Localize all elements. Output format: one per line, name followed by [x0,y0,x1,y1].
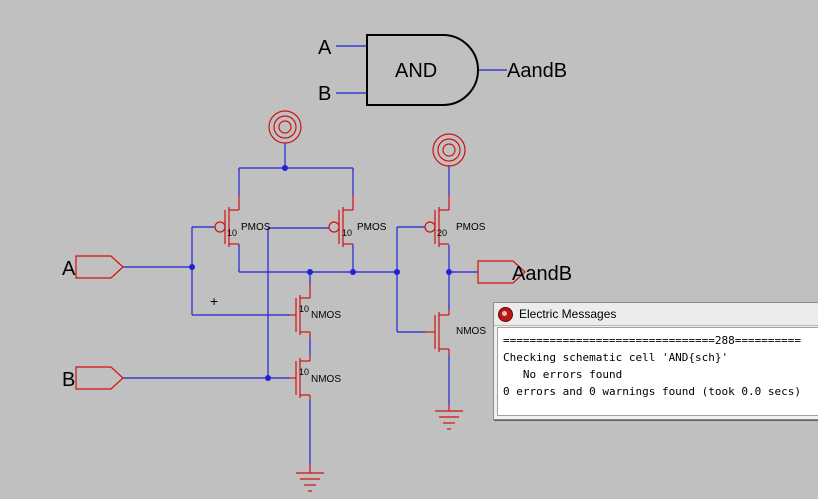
transistor-size: 10 [227,228,237,238]
ground-symbols [296,405,463,492]
transistor-size: 10 [299,367,309,377]
ground-icon[interactable] [296,465,324,492]
junctions [189,165,452,381]
junction [307,269,313,275]
message-line: 0 errors and 0 warnings found (took 0.0 … [503,385,802,398]
gate-label: AND [395,60,437,82]
junction [189,264,195,270]
pin-b-icon[interactable] [75,366,124,390]
transistor-type: PMOS [456,222,486,233]
nmos-inv[interactable]: NMOS [425,310,486,355]
cross-mark: + [210,293,218,309]
vdd-icon[interactable] [268,110,302,144]
messages-text-area[interactable]: ================================288=====… [497,327,818,416]
transistor-type: PMOS [241,222,271,233]
transistor-type: NMOS [311,310,341,321]
transistor-type: NMOS [311,374,341,385]
vdd-symbols [268,110,466,167]
electric-app-icon [498,306,513,322]
junction [446,269,452,275]
and-gate-body[interactable] [366,34,479,106]
symbol-input-b-label: B [318,83,331,105]
and-gate-symbol[interactable]: AND A B AandB [318,34,567,106]
symbol-output-label: AandB [507,60,567,82]
message-line: Checking schematic cell 'AND{sch}' [503,351,729,364]
transistor-size: 10 [299,304,309,314]
junction [282,165,288,171]
pmos-a[interactable]: 10 PMOS [214,195,271,247]
message-line: ================================288=====… [503,334,802,347]
nmos-a[interactable]: 10 NMOS [290,285,341,338]
transistor-size: 10 [342,228,352,238]
junction [265,375,271,381]
junction [350,269,356,275]
messages-window[interactable]: Electric Messages ======================… [493,302,818,420]
pin-a-label: A [62,258,76,280]
messages-title: Electric Messages [519,307,617,321]
transistor-size: 20 [437,228,447,238]
pin-a-icon[interactable] [75,255,124,279]
transistor-type: NMOS [456,326,486,337]
symbol-input-a-label: A [318,37,332,59]
vdd-icon[interactable] [432,133,466,167]
pmos-b[interactable]: 10 PMOS [328,195,387,247]
messages-titlebar[interactable]: Electric Messages [494,303,818,326]
nmos-b[interactable]: 10 NMOS [290,355,341,400]
transistor-type: PMOS [357,222,387,233]
message-line: No errors found [503,368,623,381]
ground-icon[interactable] [435,405,463,430]
pins [75,255,526,390]
pmos-inv[interactable]: 20 PMOS [424,195,486,247]
pin-out-icon[interactable] [477,260,526,284]
pin-out-label: AandB [512,263,572,285]
junction [394,269,400,275]
pin-b-label: B [62,369,75,391]
